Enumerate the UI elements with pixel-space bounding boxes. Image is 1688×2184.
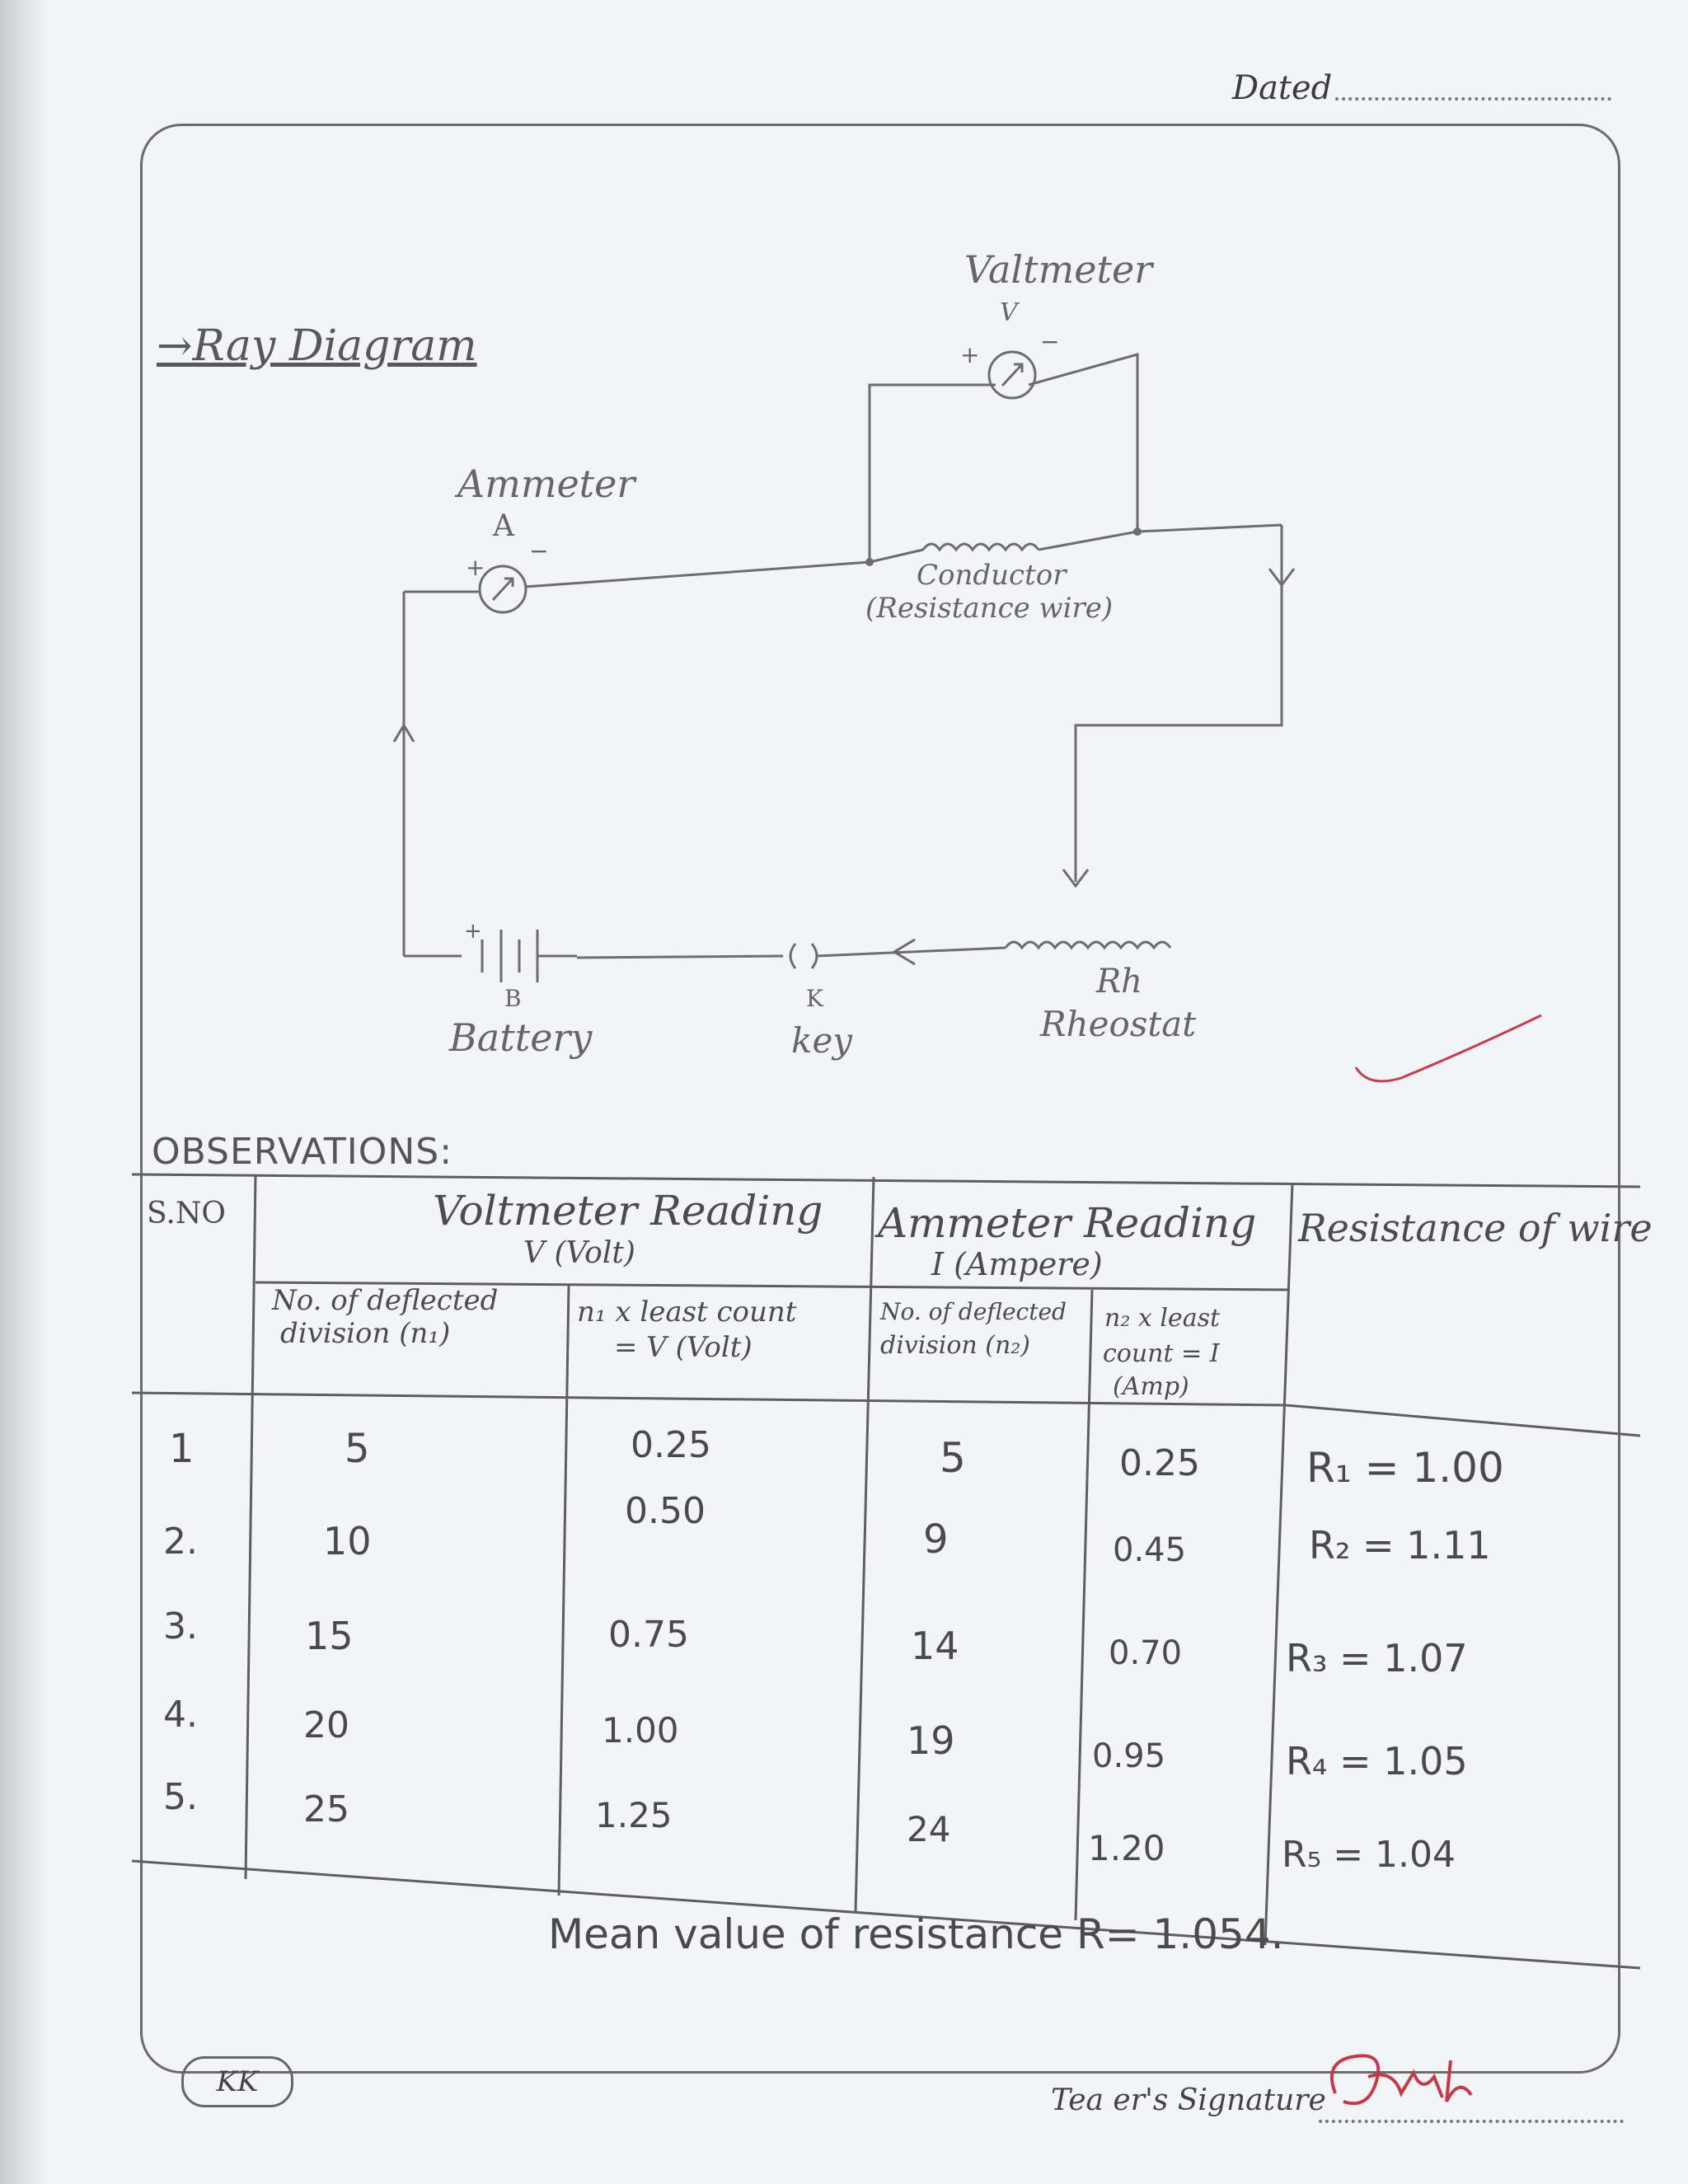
voltmeter-left-lead — [868, 383, 996, 562]
cell-r: R₅ = 1.04 — [1282, 1834, 1456, 1876]
rheostat-label: Rheostat — [1040, 1004, 1197, 1044]
diagram-heading: →Ray Diagram — [157, 321, 477, 371]
key-label: key — [791, 1020, 853, 1061]
header-n2-line2: division (n₂) — [880, 1331, 1031, 1360]
conductor-left-lead — [869, 548, 924, 564]
header-i-line2: count = I — [1103, 1339, 1220, 1368]
page-border-frame — [140, 124, 1620, 2074]
observation-table-grid — [131, 1173, 1641, 1970]
ammeter-symbol: A — [493, 509, 514, 543]
right-arrow — [1268, 568, 1296, 588]
header-ammeter-reading: Ammeter Reading — [878, 1199, 1257, 1247]
dated-label: Dated — [1232, 69, 1333, 107]
key-left-arc — [789, 943, 797, 969]
battery-cells — [481, 930, 539, 982]
right-wire — [1074, 525, 1283, 882]
battery-symbol: B — [504, 985, 522, 1012]
header-i-line1: n₂ x least — [1104, 1304, 1221, 1333]
ammeter-label: Ammeter — [457, 462, 635, 506]
cell-sno: 1 — [169, 1426, 195, 1472]
circuit-diagram: + − + − + — [392, 328, 1296, 982]
rheostat-to-key-wire — [815, 946, 1006, 958]
svg-text:+: + — [466, 554, 485, 581]
battery-label: Battery — [449, 1015, 593, 1060]
key-to-battery-wire — [576, 954, 784, 959]
conductor-label: Conductor — [917, 559, 1067, 592]
cell-r: R₂ = 1.11 — [1309, 1523, 1491, 1568]
cell-v: 0.75 — [608, 1614, 689, 1656]
down-arrow — [1062, 869, 1090, 888]
signature-dotted-line — [1319, 2120, 1624, 2123]
left-arrow — [892, 938, 916, 966]
cell-n1: 5 — [345, 1426, 370, 1472]
cell-i: 0.45 — [1113, 1531, 1187, 1569]
rheostat-coil — [1004, 940, 1172, 950]
top-mid-wire — [524, 560, 870, 588]
voltmeter-symbol: V — [1000, 298, 1018, 327]
svg-text:−: − — [529, 537, 548, 565]
header-v-line1: n₁ x least count — [577, 1296, 797, 1329]
diagram-heading-text: Ray Diagram — [192, 321, 477, 371]
svg-text:−: − — [1040, 328, 1059, 355]
voltmeter-label: Valtmeter — [964, 247, 1153, 292]
cell-n2: 24 — [907, 1809, 951, 1849]
cell-i: 0.70 — [1109, 1634, 1183, 1672]
cell-sno: 5. — [163, 1776, 198, 1818]
signature-mark — [1330, 2054, 1473, 2106]
cell-i: 0.95 — [1092, 1737, 1166, 1775]
header-n2-line1: No. of deflected — [880, 1298, 1067, 1325]
mean-resistance: Mean value of resistance R= 1.054. — [548, 1910, 1284, 1958]
cell-i: 1.20 — [1088, 1828, 1165, 1868]
dated-dotted-line — [1335, 97, 1611, 101]
rheostat-symbol: Rh — [1096, 963, 1142, 1001]
key-right-arc — [810, 943, 818, 969]
ammeter-needle-icon — [491, 577, 514, 602]
cell-r: R₁ = 1.00 — [1306, 1444, 1504, 1492]
cell-n1: 25 — [303, 1788, 349, 1830]
svg-text:+: + — [464, 919, 482, 944]
header-resistance-line1: Resistance of wire — [1298, 1206, 1653, 1250]
voltmeter-needle-icon — [1001, 363, 1024, 387]
header-i-line3: (Amp) — [1113, 1372, 1189, 1401]
kk-badge: KK — [181, 2056, 293, 2107]
svg-text:+: + — [960, 341, 979, 368]
header-n1-line1: No. of deflected — [272, 1284, 499, 1317]
cell-n1: 15 — [305, 1614, 354, 1658]
cell-v: 0.25 — [631, 1424, 711, 1466]
header-v-line2: = V (Volt) — [614, 1331, 753, 1364]
observations-title: OBSERVATIONS: — [152, 1131, 453, 1173]
conductor-coil — [921, 542, 1040, 552]
cell-v: 1.25 — [595, 1795, 673, 1835]
cell-n2: 5 — [940, 1434, 966, 1482]
header-voltmeter-reading: Voltmeter Reading — [433, 1187, 823, 1235]
cell-n1: 20 — [303, 1704, 349, 1746]
cell-r: R₄ = 1.05 — [1286, 1739, 1468, 1783]
cell-n2: 9 — [923, 1516, 949, 1563]
cell-n2: 14 — [911, 1624, 959, 1668]
cell-sno: 3. — [163, 1605, 198, 1647]
header-ammeter-unit: I (Ampere) — [931, 1246, 1103, 1282]
cell-sno: 4. — [163, 1694, 198, 1736]
cell-i: 0.25 — [1119, 1442, 1200, 1484]
header-voltmeter-unit: V (Volt) — [523, 1236, 635, 1270]
cell-r: R₃ = 1.07 — [1286, 1636, 1468, 1680]
cell-v: 1.00 — [602, 1710, 679, 1750]
cell-v: 0.50 — [625, 1490, 706, 1532]
up-arrow — [392, 723, 415, 743]
header-sno: S.NO — [147, 1197, 226, 1230]
header-n1-line2: division (n₁) — [280, 1317, 451, 1350]
voltmeter-right-lead — [1028, 353, 1139, 532]
cell-n2: 19 — [907, 1718, 955, 1763]
notebook-page-edge — [0, 0, 49, 2184]
cell-n1: 10 — [323, 1519, 372, 1563]
key-symbol: K — [806, 985, 823, 1012]
voltmeter-circle — [987, 350, 1037, 400]
ammeter-circle — [478, 565, 528, 614]
teacher-signature-label: Tea er's Signature — [1051, 2083, 1326, 2117]
resistance-wire-label: (Resistance wire) — [865, 592, 1114, 625]
cell-sno: 2. — [163, 1521, 198, 1563]
check-tick-icon — [1354, 1014, 1542, 1083]
